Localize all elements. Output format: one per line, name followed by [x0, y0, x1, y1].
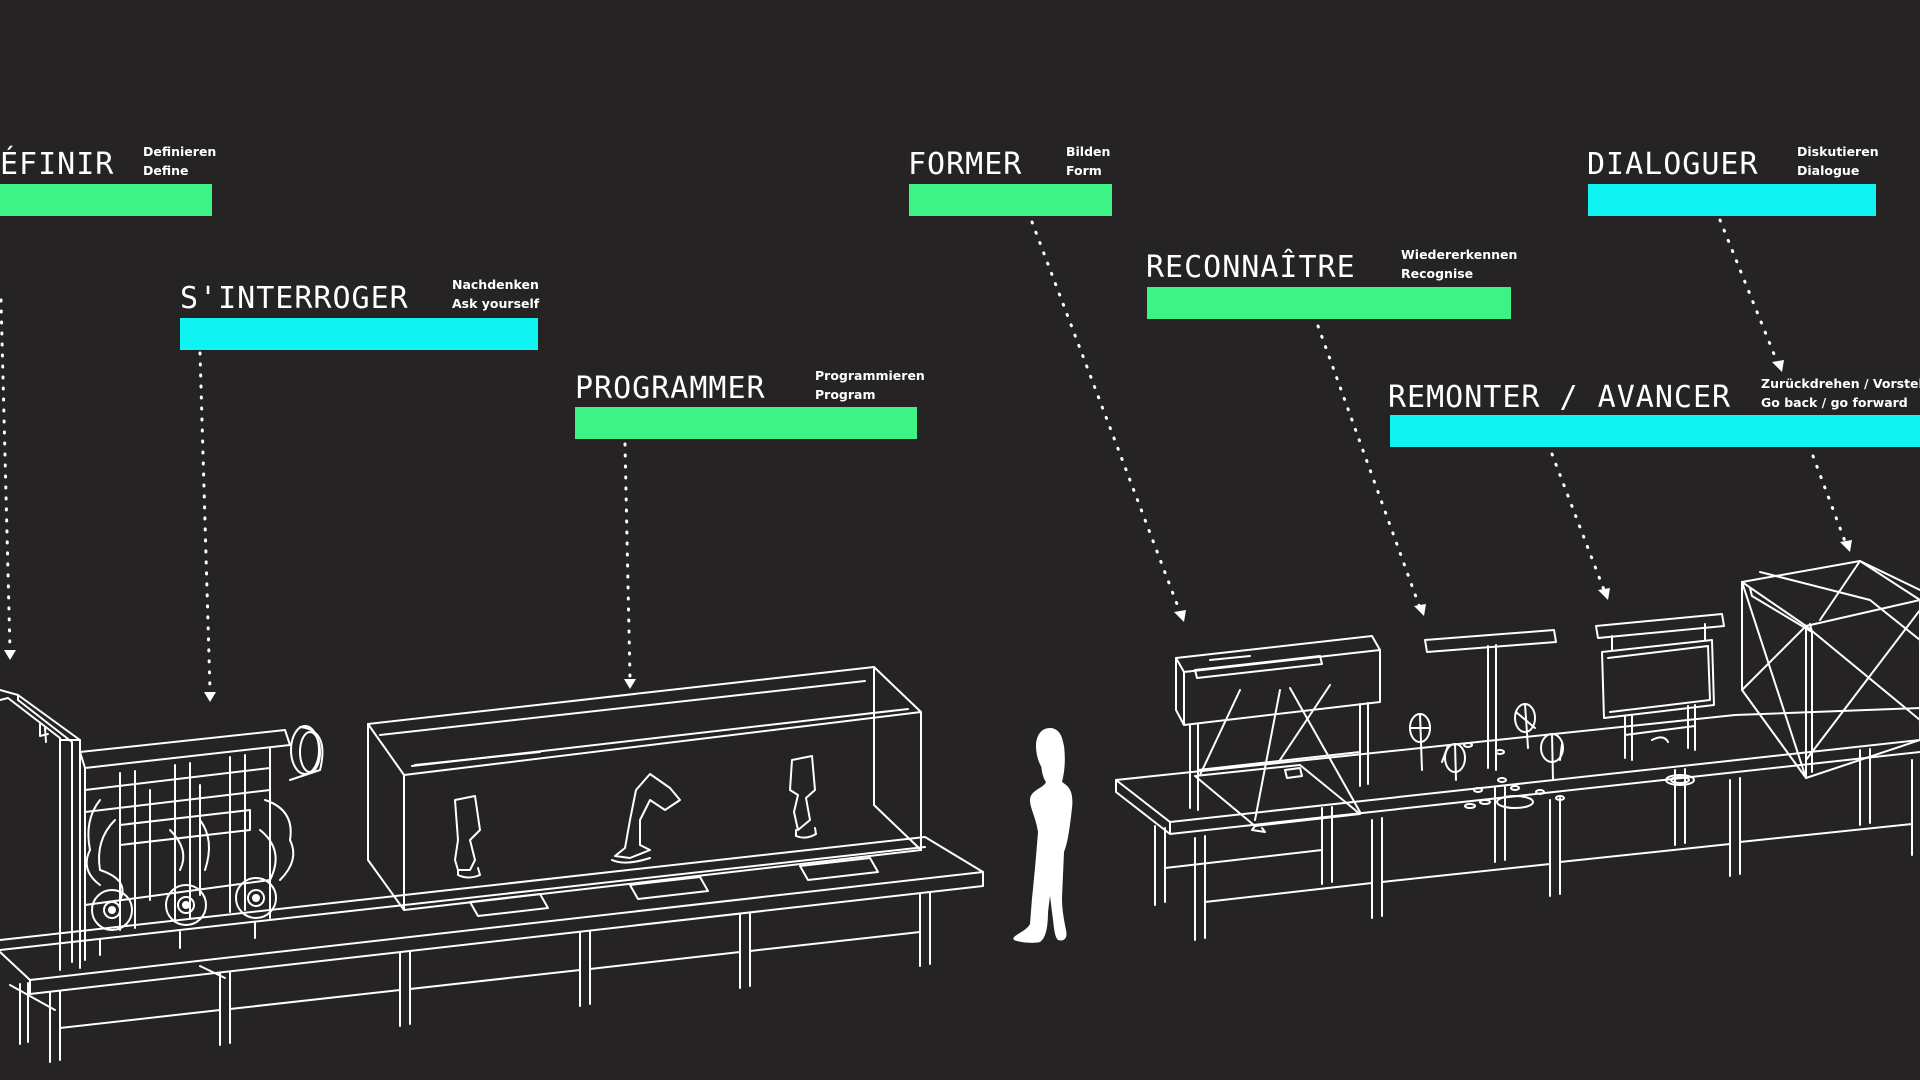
leader-arrows [0, 218, 1848, 692]
label-reconnaitre-de: Wiedererkennen [1401, 247, 1518, 262]
arrow-sinterroger [198, 351, 212, 692]
label-sinterroger-bar [180, 318, 538, 350]
arrow-reconnaitre [1316, 324, 1422, 610]
arrow-head-former [1174, 610, 1186, 622]
label-dialoguer-de: Diskutieren [1797, 144, 1879, 159]
label-reconnaitre-title: RECONNAÎTRE [1146, 250, 1356, 285]
label-former-bar [909, 184, 1112, 216]
label-programmer-de: Programmieren [815, 368, 925, 383]
label-sinterroger-de: Nachdenken [452, 277, 539, 292]
right-table [1115, 707, 1920, 941]
label-definir-de: Definieren [143, 144, 217, 159]
label-dialoguer-sub: Diskutieren Dialogue [1797, 142, 1879, 180]
label-reconnaitre-en: Recognise [1401, 266, 1474, 281]
sinterroger-module [79, 725, 324, 961]
label-former-sub: Bilden Form [1066, 142, 1110, 180]
arrow-head-remonter-a [1598, 588, 1610, 600]
label-programmer-bar [575, 407, 917, 439]
arrow-head-remonter-b [1840, 540, 1852, 552]
sinterroger-details [108, 894, 260, 914]
label-reconnaitre-bar [1147, 287, 1511, 319]
label-definir-bar [0, 184, 212, 216]
label-remonter-en: Go back / go forward [1761, 395, 1908, 410]
label-dialoguer-title: DIALOGUER [1587, 147, 1759, 182]
label-sinterroger-title: S'INTERROGER [180, 281, 409, 316]
label-remonter-de: Zurückdrehen / Vorstelle [1761, 376, 1920, 391]
dialoguer-module [1741, 560, 1920, 779]
label-remonter-sub: Zurückdrehen / Vorstelle Go back / go fo… [1761, 374, 1920, 412]
label-programmer-sub: Programmieren Program [815, 366, 925, 404]
arrow-head-sinterroger [204, 692, 216, 702]
arrow-remonter-a [1550, 452, 1606, 592]
label-reconnaitre-sub: Wiedererkennen Recognise [1401, 245, 1517, 283]
label-sinterroger-en: Ask yourself [452, 296, 540, 311]
label-dialoguer-bar [1588, 184, 1876, 216]
label-definir-sub: Definieren Define [143, 142, 216, 180]
label-former-en: Form [1066, 163, 1102, 178]
definir-module [0, 689, 81, 971]
label-definir-en: Define [143, 163, 189, 178]
arrow-programmer [623, 442, 632, 680]
label-remonter-title: REMONTER / AVANCER [1388, 380, 1732, 415]
arrow-head-definir [4, 650, 16, 660]
label-sinterroger-sub: Nachdenken Ask yourself [452, 275, 539, 313]
arrow-head-reconnaitre [1414, 604, 1426, 616]
arrow-remonter-b [1811, 454, 1848, 546]
arrow-head-programmer [624, 679, 636, 689]
arrow-heads [4, 360, 1852, 702]
label-dialoguer-en: Dialogue [1797, 163, 1860, 178]
person-head [1036, 728, 1064, 774]
label-programmer-en: Program [815, 387, 876, 402]
label-definir-title: ÉFINIR [0, 147, 115, 182]
programmer-module [367, 666, 922, 917]
arrow-former [1030, 220, 1182, 614]
reconnaitre-module [1409, 629, 1565, 809]
label-former-title: FORMER [908, 147, 1023, 182]
person-silhouette [1013, 732, 1073, 943]
remonter-module [1595, 613, 1725, 786]
label-former-de: Bilden [1066, 144, 1111, 159]
left-table [0, 836, 984, 1063]
label-programmer-title: PROGRAMMER [575, 371, 766, 406]
label-remonter-bar [1390, 415, 1920, 447]
arrow-head-dialoguer [1772, 360, 1784, 372]
arrow-definir [0, 298, 12, 652]
arrow-dialoguer [1718, 218, 1780, 366]
former-module [1175, 635, 1381, 833]
